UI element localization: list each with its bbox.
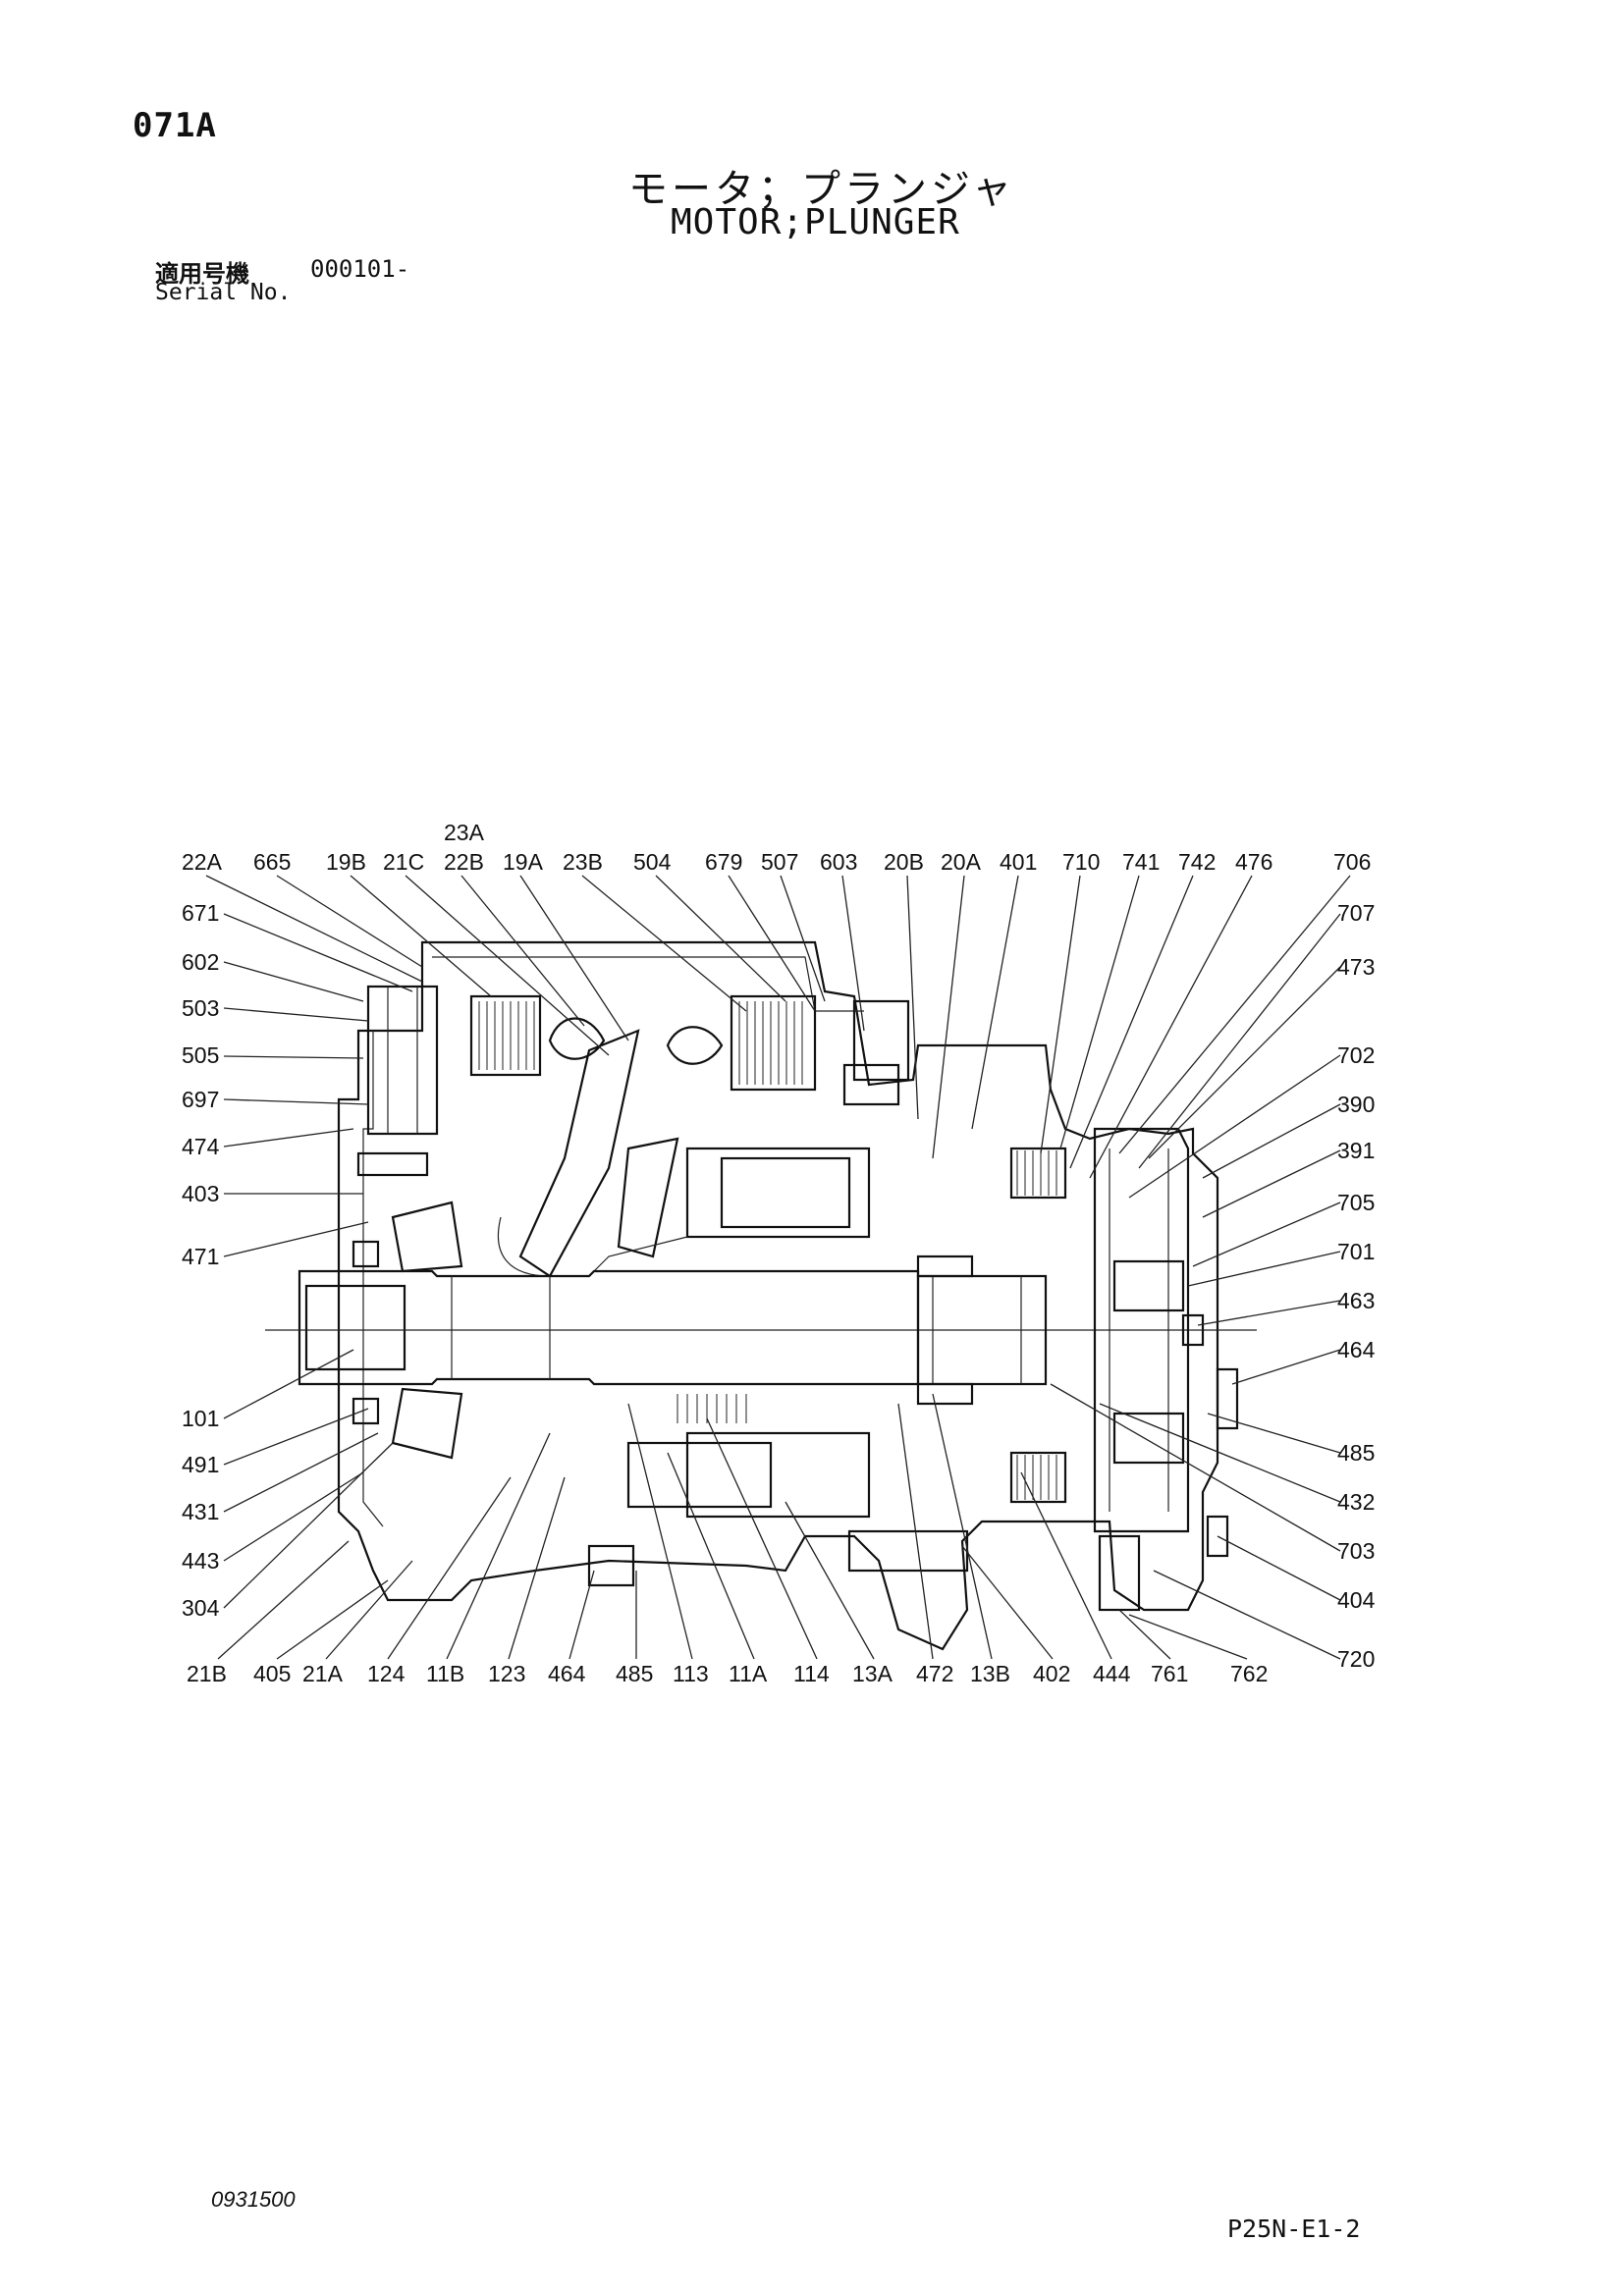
- callout-label: 23A: [444, 820, 485, 845]
- callout-label: 22A: [182, 849, 223, 875]
- callout-label: 463: [1337, 1288, 1375, 1313]
- catalog-code: 071A: [133, 106, 217, 145]
- callout-label: 504: [633, 849, 672, 875]
- callout-label: 403: [182, 1181, 219, 1206]
- callout-label: 21A: [302, 1661, 344, 1686]
- callout-label: 697: [182, 1087, 219, 1112]
- callout-label: 123: [488, 1661, 525, 1686]
- callout-label: 22B: [444, 849, 484, 875]
- callout-label: 464: [548, 1661, 586, 1686]
- serial-value: 000101-: [310, 255, 410, 283]
- callout-label: 491: [182, 1452, 219, 1477]
- callout-label: 432: [1337, 1489, 1375, 1515]
- callout-label: 505: [182, 1042, 219, 1068]
- callout-label: 762: [1230, 1661, 1268, 1686]
- callout-label: 507: [761, 849, 798, 875]
- callout-label: 19A: [503, 849, 544, 875]
- callout-label: 304: [182, 1595, 220, 1621]
- callout-label: 11B: [426, 1661, 464, 1686]
- callout-label: 464: [1337, 1337, 1376, 1362]
- callout-label: 11A: [729, 1661, 768, 1686]
- callout-label: 390: [1337, 1092, 1375, 1117]
- callout-label: 742: [1178, 849, 1216, 875]
- callout-label: 19B: [326, 849, 366, 875]
- callout-label: 503: [182, 995, 219, 1021]
- callout-label: 761: [1151, 1661, 1188, 1686]
- callout-label: 401: [1000, 849, 1037, 875]
- callout-label: 114: [793, 1661, 830, 1686]
- callout-label: 472: [916, 1661, 953, 1686]
- callout-label: 402: [1033, 1661, 1070, 1686]
- callout-label: 485: [1337, 1440, 1375, 1466]
- drawing-number: 0931500: [211, 2187, 296, 2212]
- callouts-top: 23A 22A 665 19B 21C 22B 19A 23B 504 679 …: [182, 820, 1371, 875]
- callout-label: 444: [1093, 1661, 1131, 1686]
- callout-label: 679: [705, 849, 742, 875]
- callout-label: 443: [182, 1548, 219, 1574]
- callout-label: 603: [820, 849, 857, 875]
- page-title-japanese: モータ；プランジャ: [628, 167, 1015, 212]
- callout-label: 473: [1337, 954, 1375, 980]
- callout-label: 471: [182, 1244, 219, 1269]
- callout-label: 710: [1062, 849, 1100, 875]
- callouts-left: 671 602 503 505 697 474 403 471 101 491 …: [182, 900, 220, 1621]
- callout-label: 741: [1122, 849, 1160, 875]
- callouts-right: 707 473 702 390 391 705 701 463 464 485 …: [1337, 900, 1376, 1672]
- callout-label: 124: [367, 1661, 406, 1686]
- callout-label: 405: [253, 1661, 291, 1686]
- page-title-english: MOTOR;PLUNGER: [671, 202, 960, 242]
- callout-leader-lines: [205, 875, 1351, 1660]
- callout-label: 474: [182, 1134, 220, 1159]
- callout-label: 671: [182, 900, 219, 926]
- callout-label: 701: [1337, 1239, 1375, 1264]
- serial-label-japanese: 適用号機: [155, 260, 249, 288]
- callout-label: 665: [253, 849, 291, 875]
- callout-label: 476: [1235, 849, 1272, 875]
- page-code: P25N-E1-2: [1227, 2215, 1361, 2243]
- callout-label: 20B: [884, 849, 924, 875]
- callout-label: 706: [1333, 849, 1371, 875]
- motor-cross-section-drawing: [265, 940, 1257, 1651]
- serial-label-english: Serial No.: [155, 280, 292, 305]
- callout-label: 431: [182, 1499, 219, 1524]
- callout-label: 21B: [187, 1661, 227, 1686]
- callout-label: 702: [1337, 1042, 1375, 1068]
- callout-label: 20A: [941, 849, 982, 875]
- callout-label: 703: [1337, 1538, 1375, 1564]
- callout-label: 707: [1337, 900, 1375, 926]
- callout-label: 113: [673, 1661, 709, 1686]
- callout-label: 705: [1337, 1190, 1375, 1215]
- callout-label: 13A: [852, 1661, 893, 1686]
- callout-label: 23B: [563, 849, 603, 875]
- callout-label: 21C: [383, 849, 424, 875]
- callout-label: 101: [182, 1406, 219, 1431]
- callouts-bottom: 21B 405 21A 124 11B 123 464 485 113 11A …: [187, 1661, 1268, 1686]
- callout-label: 602: [182, 949, 219, 975]
- callout-label: 404: [1337, 1587, 1376, 1613]
- callout-label: 485: [616, 1661, 653, 1686]
- callout-label: 720: [1337, 1646, 1375, 1672]
- callout-label: 391: [1337, 1138, 1375, 1163]
- callout-label: 13B: [970, 1661, 1010, 1686]
